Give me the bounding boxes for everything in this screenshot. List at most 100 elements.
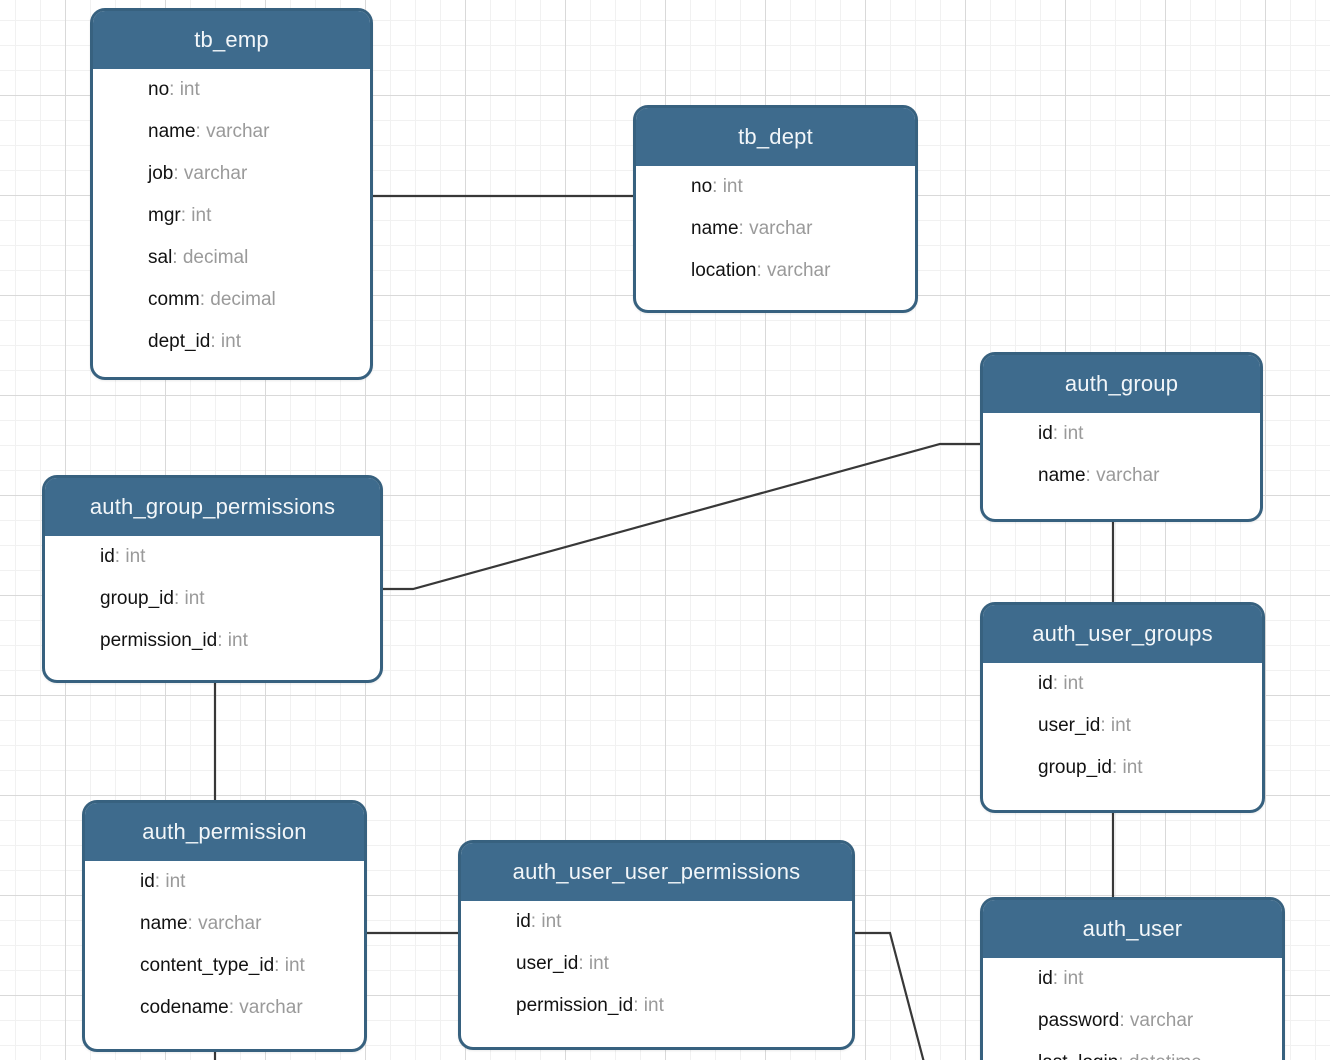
- field-name: name: [148, 121, 196, 142]
- field-tb_dept-name: name: varchar: [691, 208, 905, 250]
- entity-title: auth_user: [1082, 916, 1183, 941]
- field-type: : int: [217, 630, 248, 651]
- field-type: : int: [1052, 673, 1084, 694]
- field-name: id: [100, 546, 115, 567]
- field-auth_group-name: name: varchar: [1038, 455, 1250, 497]
- field-name: job: [148, 163, 174, 184]
- field-name: password: [1038, 1010, 1120, 1031]
- field-tb_emp-mgr: mgr: int: [148, 195, 360, 237]
- field-name: id: [140, 871, 155, 892]
- field-type: : decimal: [172, 247, 249, 268]
- field-name: id: [516, 911, 531, 932]
- field-auth_user_user_permissions-user_id: user_id: int: [516, 943, 842, 985]
- entity-header-auth_user_groups[interactable]: auth_user_groups: [983, 605, 1262, 663]
- entity-header-tb_dept[interactable]: tb_dept: [636, 108, 915, 166]
- field-auth_permission-content_type_id: content_type_id: int: [140, 945, 354, 987]
- field-type: : datetime: [1118, 1052, 1201, 1060]
- field-auth_user-password: password: varchar: [1038, 1000, 1272, 1042]
- field-auth_user_user_permissions-permission_id: permission_id: int: [516, 985, 842, 1027]
- entity-header-tb_emp[interactable]: tb_emp: [93, 11, 370, 69]
- entity-header-auth_user[interactable]: auth_user: [983, 900, 1282, 958]
- field-tb_emp-job: job: varchar: [148, 153, 360, 195]
- field-type: : varchar: [173, 163, 248, 184]
- field-type: : int: [210, 331, 241, 352]
- entity-title: tb_emp: [194, 27, 269, 52]
- field-auth_group-id: id: int: [1038, 413, 1250, 455]
- field-type: : int: [114, 546, 146, 567]
- field-auth_user-id: id: int: [1038, 958, 1272, 1000]
- field-type: : varchar: [195, 121, 270, 142]
- entity-header-auth_permission[interactable]: auth_permission: [85, 803, 364, 861]
- entity-title: auth_group_permissions: [89, 494, 336, 519]
- field-tb_emp-comm: comm: decimal: [148, 279, 360, 321]
- field-auth_group_permissions-id: id: int: [100, 536, 370, 578]
- field-type: : int: [173, 588, 205, 609]
- relationship-line-auth_user_user_permissions-offscreen-bottom[interactable]: [855, 931, 926, 1060]
- field-auth_group_permissions-permission_id: permission_id: int: [100, 620, 370, 662]
- field-type: : int: [712, 176, 743, 197]
- entity-header-auth_group_permissions[interactable]: auth_group_permissions: [45, 478, 380, 536]
- entity-title: tb_dept: [738, 124, 813, 149]
- entity-title: auth_user_groups: [1032, 621, 1213, 646]
- field-type: : varchar: [756, 260, 831, 281]
- field-tb_dept-location: location: varchar: [691, 250, 905, 292]
- field-name: id: [1038, 673, 1053, 694]
- field-name: id: [1038, 423, 1053, 444]
- field-type: : varchar: [738, 218, 813, 239]
- field-type: : varchar: [1119, 1010, 1194, 1031]
- field-type: : int: [1100, 715, 1131, 736]
- field-name: permission_id: [516, 995, 634, 1016]
- field-tb_emp-name: name: varchar: [148, 111, 360, 153]
- field-name: no: [691, 176, 713, 197]
- field-auth_user_user_permissions-id: id: int: [516, 901, 842, 943]
- field-name: group_id: [100, 588, 174, 609]
- field-type: : int: [274, 955, 305, 976]
- field-tb_emp-sal: sal: decimal: [148, 237, 360, 279]
- field-name: codename: [140, 997, 229, 1018]
- field-type: : varchar: [187, 913, 262, 934]
- field-auth_permission-id: id: int: [140, 861, 354, 903]
- entity-header-auth_user_user_permissions[interactable]: auth_user_user_permissions: [461, 843, 852, 901]
- field-type: : varchar: [228, 997, 303, 1018]
- field-name: mgr: [148, 205, 181, 226]
- field-type: : decimal: [199, 289, 276, 310]
- field-auth_group_permissions-group_id: group_id: int: [100, 578, 370, 620]
- field-name: name: [691, 218, 739, 239]
- entity-header-auth_group[interactable]: auth_group: [983, 355, 1260, 413]
- field-type: : int: [530, 911, 562, 932]
- field-type: : int: [578, 953, 609, 974]
- entity-title: auth_user_user_permissions: [512, 859, 801, 884]
- field-name: permission_id: [100, 630, 218, 651]
- relationship-line-auth_group_permissions-auth_group[interactable]: [383, 442, 980, 591]
- field-name: group_id: [1038, 757, 1112, 778]
- field-name: name: [1038, 465, 1086, 486]
- field-type: : int: [180, 205, 212, 226]
- field-type: : int: [633, 995, 664, 1016]
- field-auth_user_groups-id: id: int: [1038, 663, 1252, 705]
- field-type: : int: [169, 79, 200, 100]
- field-type: : int: [1052, 423, 1084, 444]
- field-name: content_type_id: [140, 955, 275, 976]
- field-tb_dept-no: no: int: [691, 166, 905, 208]
- field-auth_user-last_login: last_login: datetime: [1038, 1042, 1272, 1060]
- field-name: user_id: [1038, 715, 1101, 736]
- entity-title: auth_permission: [142, 819, 307, 844]
- field-name: location: [691, 260, 757, 281]
- field-type: : int: [1111, 757, 1143, 778]
- field-type: : int: [154, 871, 186, 892]
- field-name: comm: [148, 289, 200, 310]
